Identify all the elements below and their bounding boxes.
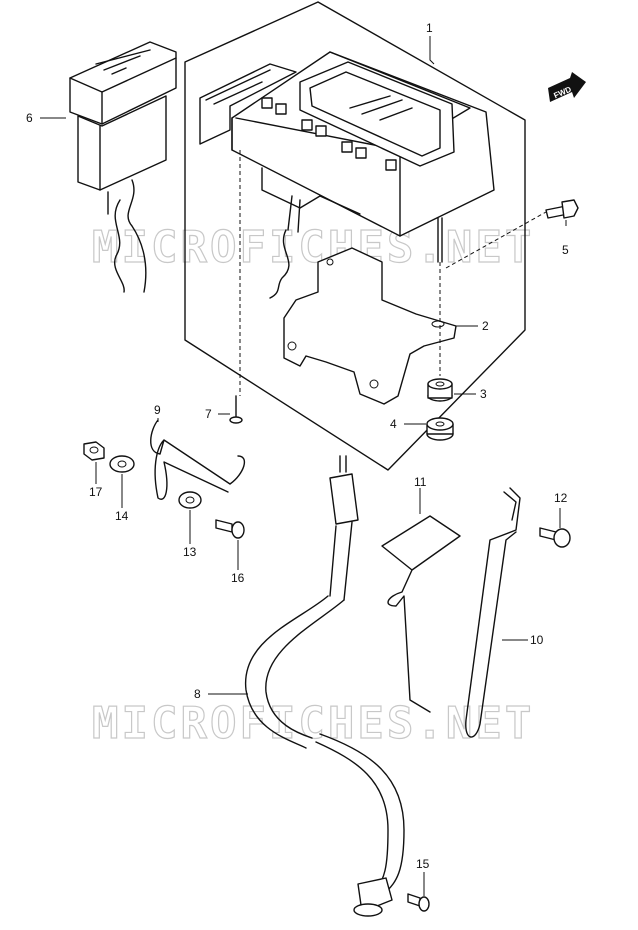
part-3-grommet — [427, 378, 453, 402]
part-14-washer — [109, 455, 135, 473]
part-12-bolt — [539, 527, 571, 548]
part-11-holder — [381, 515, 461, 713]
part-7-screw — [229, 395, 243, 424]
callout-15: 15 — [416, 857, 430, 871]
part-1-meter-housing — [199, 51, 495, 299]
callout-10: 10 — [530, 633, 544, 647]
part-13-washer — [178, 491, 202, 509]
leader-lines — [40, 36, 567, 896]
callouts: 1 2 3 4 5 6 7 8 9 10 11 12 13 14 15 16 1… — [26, 21, 569, 871]
callout-12: 12 — [554, 491, 568, 505]
callout-7: 7 — [205, 407, 212, 421]
part-16-bolt — [215, 519, 245, 539]
part-6-connector — [69, 41, 177, 293]
meter-buttons — [261, 97, 397, 171]
callout-11: 11 — [414, 475, 427, 489]
part-15-screw — [407, 893, 430, 912]
callout-16: 16 — [231, 571, 245, 585]
callout-9: 9 — [154, 403, 161, 417]
watermark-top: MICROFICHES.NET — [92, 222, 534, 273]
part-8-speedometer-cable — [245, 455, 405, 917]
part-17-nut — [83, 441, 105, 461]
part-10-band — [465, 487, 521, 738]
callout-13: 13 — [183, 545, 197, 559]
callout-3: 3 — [480, 387, 487, 401]
part-5-bolt — [545, 199, 579, 219]
callout-6: 6 — [26, 111, 33, 125]
part-4-collar — [426, 417, 454, 441]
watermark-bottom: MICROFICHES.NET — [92, 698, 534, 749]
callout-17: 17 — [89, 485, 103, 499]
fwd-arrow-icon: FWD — [548, 72, 586, 102]
part-2-bracket — [283, 247, 457, 405]
callout-14: 14 — [115, 509, 129, 523]
callout-4: 4 — [390, 417, 397, 431]
callout-5: 5 — [562, 243, 569, 257]
callout-1: 1 — [426, 21, 433, 35]
callout-2: 2 — [482, 319, 489, 333]
part-9-clamp — [150, 419, 246, 500]
assembly-box — [184, 1, 526, 471]
callout-8: 8 — [194, 687, 201, 701]
